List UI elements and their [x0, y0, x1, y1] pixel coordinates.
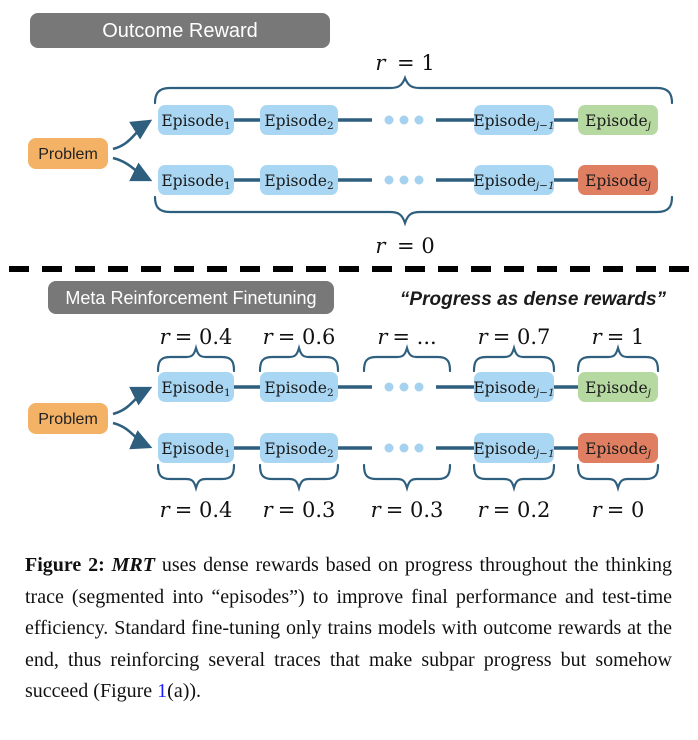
episode-label: Episode2 — [264, 112, 333, 132]
episode-brace — [472, 463, 556, 493]
figure-caption-label: Figure 2: — [25, 554, 105, 576]
episode-label: Episodej — [585, 112, 652, 132]
episode-label: Episodej — [585, 172, 652, 192]
episode-label: Episode2 — [264, 379, 333, 399]
ellipsis-dot — [414, 175, 424, 185]
ellipsis-dot — [384, 175, 394, 185]
episode-box — [474, 372, 554, 402]
episode-label: Episode1 — [161, 379, 230, 399]
figure-2: Outcome Reward r = 1 Episode1 Episode2 E… — [9, 13, 689, 708]
ellipsis-dot — [414, 382, 424, 392]
episode-label: Episode2 — [264, 440, 333, 460]
dense-reward-label: r= 0.4 — [160, 498, 233, 522]
episode-label: Episode1 — [161, 440, 230, 460]
mrt-header-label: Meta Reinforcement Finetuning — [65, 288, 316, 308]
branch-arrow-up — [112, 119, 153, 151]
episode-brace — [156, 343, 236, 373]
dense-reward-label: r= 0.3 — [371, 498, 444, 522]
episode-label: Episode1 — [161, 112, 230, 132]
problem-box — [28, 138, 108, 169]
episode-brace — [258, 343, 340, 373]
episode-box-success — [578, 105, 658, 135]
episode-label: Episodej — [585, 379, 652, 399]
episode-label: Episodej−1 — [473, 112, 554, 132]
episode-box-failure — [578, 165, 658, 195]
episode-label: Episode2 — [264, 172, 333, 192]
episode-brace — [362, 343, 452, 373]
episode-box — [158, 165, 234, 195]
episode-box — [260, 165, 338, 195]
branch-arrow-down — [112, 421, 153, 450]
episode-box — [474, 105, 554, 135]
dense-reward-label: r= ... — [377, 325, 436, 349]
dense-reward-label: r= 0.7 — [478, 325, 551, 349]
branch-arrow-down — [112, 156, 153, 182]
episode-box — [158, 372, 234, 402]
ellipsis-dot — [414, 443, 424, 453]
episode-label: Episodej−1 — [473, 440, 554, 460]
dense-reward-label: r= 0.6 — [263, 325, 336, 349]
figure-1-reference-link[interactable]: 1 — [157, 680, 168, 702]
episode-brace — [472, 343, 556, 373]
mrt-method-name: MRT — [111, 554, 155, 576]
episode-label: Episodej−1 — [473, 172, 554, 192]
reward-label-r1: r = 1 — [375, 51, 434, 75]
episode-box — [260, 105, 338, 135]
episode-brace — [576, 463, 660, 493]
dense-reward-label: r= 0.2 — [478, 498, 551, 522]
dense-reward-label: r= 0 — [592, 498, 645, 522]
dense-reward-label: r= 0.3 — [263, 498, 336, 522]
episode-brace — [258, 463, 340, 493]
episode-brace — [576, 343, 660, 373]
ellipsis-dot — [384, 382, 394, 392]
episode-box — [158, 433, 234, 463]
dense-reward-label: r= 1 — [592, 325, 645, 349]
ellipsis-dot — [399, 382, 409, 392]
outcome-reward-header — [30, 13, 330, 48]
episode-box — [260, 372, 338, 402]
episode-brace — [362, 463, 452, 493]
episode-box-failure — [578, 433, 658, 463]
episode-label: Episodej — [585, 440, 652, 460]
problem-box — [28, 403, 108, 434]
problem-label: Problem — [38, 146, 98, 163]
reward-label-r0: r = 0 — [375, 234, 434, 258]
ellipsis-dot — [399, 115, 409, 125]
mrt-header — [48, 281, 334, 314]
caption-text-end: (a)). — [167, 680, 202, 702]
episode-box-success — [578, 372, 658, 402]
ellipsis-dot — [414, 115, 424, 125]
caption-text: uses dense rewards based on progress thr… — [25, 554, 673, 702]
dense-reward-label: r= 0.4 — [160, 325, 233, 349]
episode-label: Episodej−1 — [473, 379, 554, 399]
ellipsis-dot — [399, 175, 409, 185]
branch-arrow-up — [112, 386, 153, 416]
figure-caption: Figure 2: MRT uses dense rewards based o… — [25, 550, 672, 708]
top-brace — [153, 74, 674, 105]
outcome-reward-header-label: Outcome Reward — [102, 20, 258, 42]
episode-label: Episode1 — [161, 172, 230, 192]
ellipsis-dot — [399, 443, 409, 453]
episode-box — [474, 165, 554, 195]
ellipsis-dot — [384, 443, 394, 453]
episode-box — [260, 433, 338, 463]
episode-box — [474, 433, 554, 463]
episode-brace — [156, 463, 236, 493]
mrt-diagram: Outcome Reward r = 1 Episode1 Episode2 E… — [9, 13, 689, 522]
mrt-tagline: “Progress as dense rewards” — [400, 289, 667, 310]
episode-box — [158, 105, 234, 135]
ellipsis-dot — [384, 115, 394, 125]
problem-label: Problem — [38, 411, 98, 428]
bottom-brace — [153, 195, 674, 227]
